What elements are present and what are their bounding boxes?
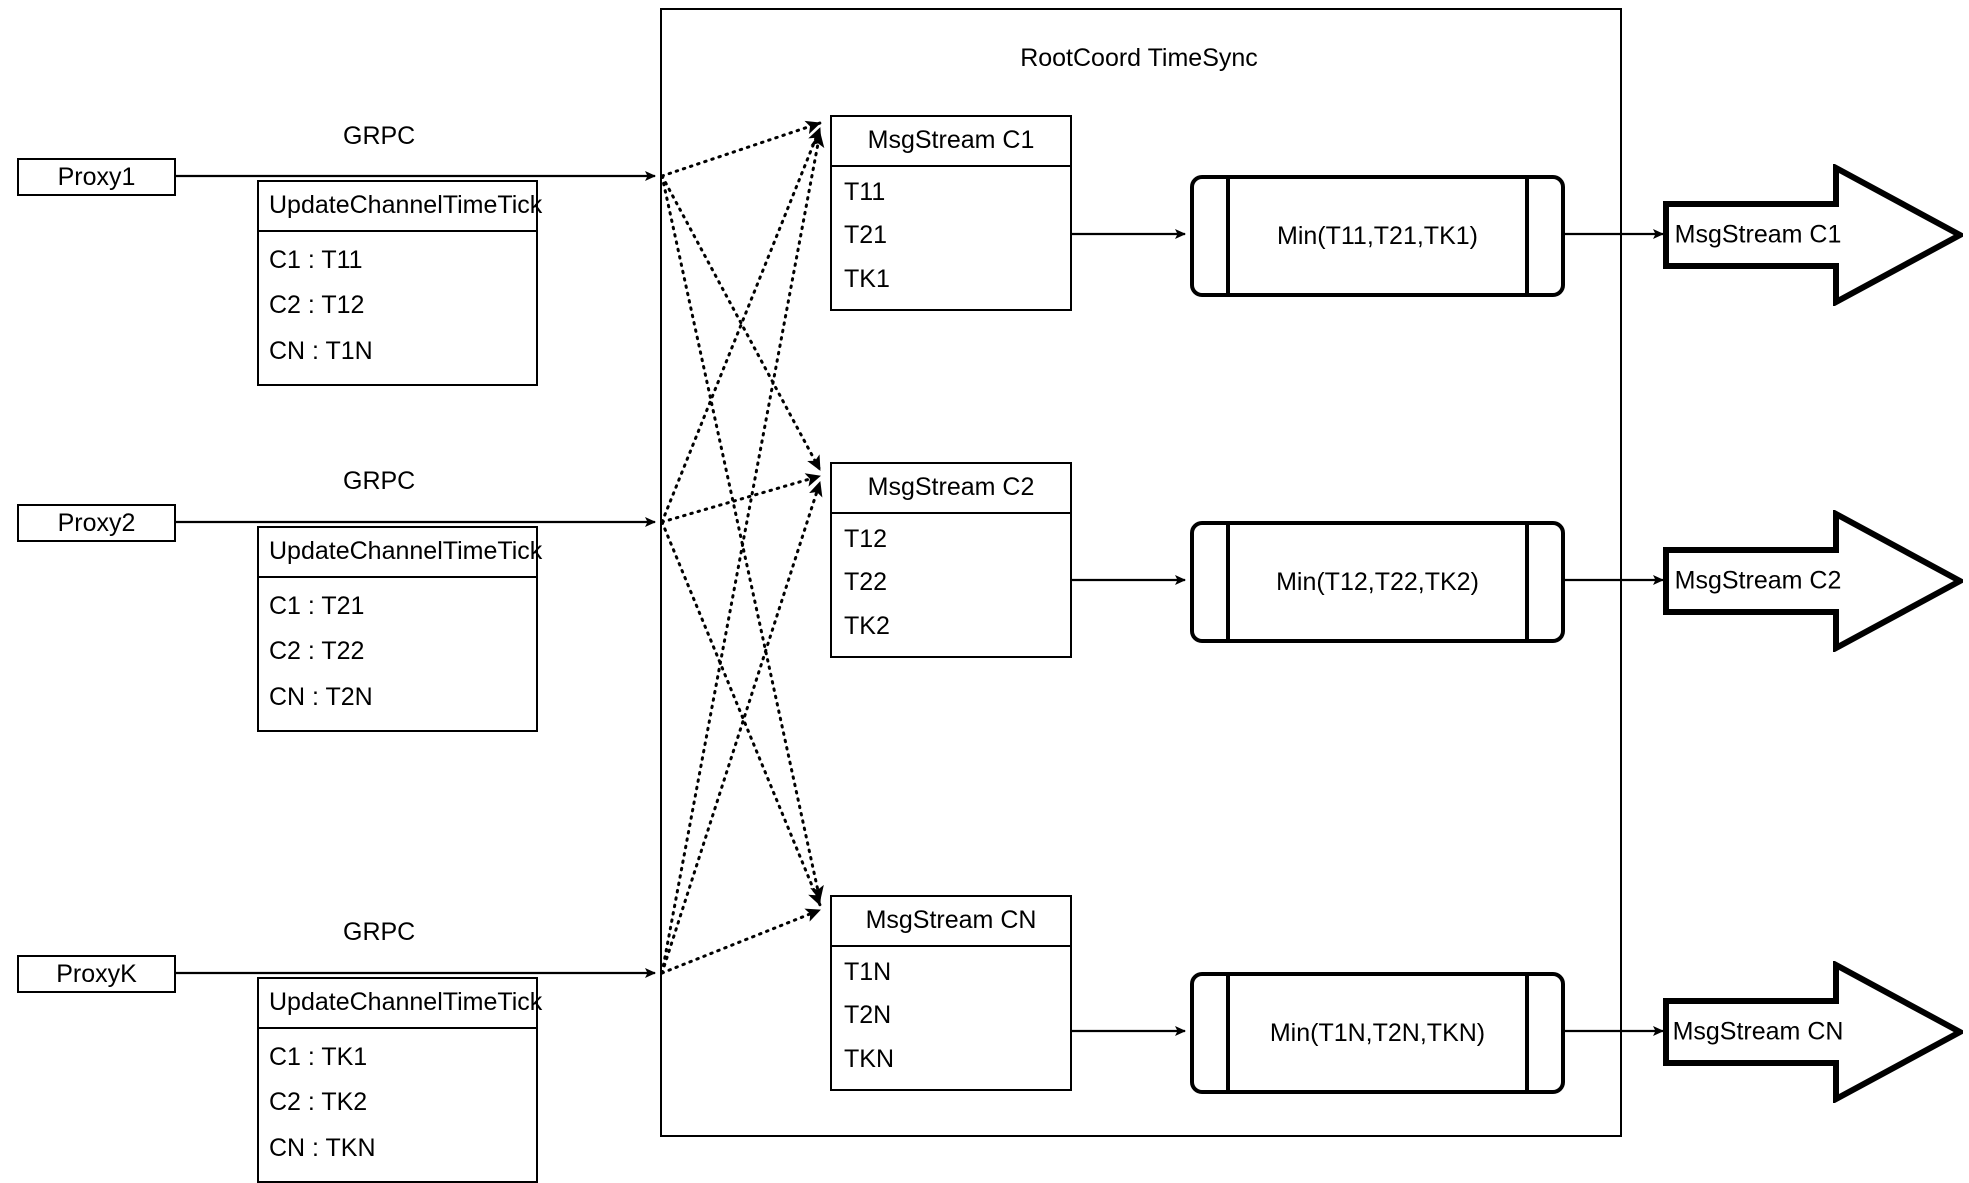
tick-box-rows-1: C1 : T11 C2 : T12 CN : T1N [259,232,536,384]
process-divider-left [1226,525,1230,639]
tick-box-title-1: UpdateChannelTimeTick [259,182,542,232]
min-process-box-c2: Min(T12,T22,TK2) [1190,521,1565,643]
tick-row: CN : T2N [269,682,373,711]
tick-box-title-2: UpdateChannelTimeTick [259,528,542,578]
tick-row: CN : T1N [269,336,373,365]
process-divider-left [1226,179,1230,293]
msgstream-title-c2: MsgStream C2 [832,464,1070,514]
msgstream-row: T2N [844,1001,892,1030]
update-channel-timetick-box-k: UpdateChannelTimeTick C1 : TK1 C2 : TK2 … [257,977,542,1183]
proxy-box-1[interactable]: Proxy1 [17,158,176,196]
output-block-arrow-cn: MsgStream CN [1663,961,1963,1103]
process-divider-left [1226,976,1230,1090]
grpc-label-3: GRPC [343,918,416,946]
msgstream-rows-cn: T1N T2N TKN [832,947,1070,1089]
tick-box-title-k: UpdateChannelTimeTick [259,979,542,1029]
tick-row: C1 : TK1 [269,1043,368,1072]
tick-row: C2 : T12 [269,291,365,320]
output-label-cn: MsgStream CN [1672,1017,1844,1046]
min-label-c2: Min(T12,T22,TK2) [1276,567,1479,596]
output-block-arrow-c2: MsgStream C2 [1663,510,1963,652]
min-process-box-cn: Min(T1N,T2N,TKN) [1190,972,1565,1094]
msgstream-row: T11 [844,178,886,207]
msgstream-row: T1N [844,958,892,987]
process-divider-right [1525,525,1529,639]
msgstream-box-c1: MsgStream C1 T11 T21 TK1 [830,115,1072,311]
min-process-box-c1: Min(T11,T21,TK1) [1190,175,1565,297]
tick-row: C1 : T11 [269,246,363,275]
tick-row: C2 : T22 [269,637,365,666]
tick-row: CN : TKN [269,1133,376,1162]
msgstream-title-cn: MsgStream CN [832,897,1070,947]
msgstream-rows-c1: T11 T21 TK1 [832,167,1070,309]
proxy-box-2[interactable]: Proxy2 [17,504,176,542]
msgstream-row: T22 [844,568,888,597]
min-label-cn: Min(T1N,T2N,TKN) [1269,1018,1486,1047]
tick-row: C1 : T21 [269,592,365,621]
rootcoord-timesync-container [660,8,1622,1137]
update-channel-timetick-box-2: UpdateChannelTimeTick C1 : T21 C2 : T22 … [257,526,542,732]
output-label-c2: MsgStream C2 [1674,566,1842,595]
output-label-c1: MsgStream C1 [1674,220,1842,249]
msgstream-title-c1: MsgStream C1 [832,117,1070,167]
msgstream-row: TK2 [844,611,890,640]
grpc-label-2: GRPC [343,467,416,495]
process-divider-right [1525,179,1529,293]
tick-row: C2 : TK2 [269,1088,368,1117]
proxy-box-k[interactable]: ProxyK [17,955,176,993]
tick-box-rows-k: C1 : TK1 C2 : TK2 CN : TKN [259,1029,536,1181]
tick-box-rows-2: C1 : T21 C2 : T22 CN : T2N [259,578,536,730]
msgstream-box-cn: MsgStream CN T1N T2N TKN [830,895,1072,1091]
msgstream-box-c2: MsgStream C2 T12 T22 TK2 [830,462,1072,658]
output-block-arrow-c1: MsgStream C1 [1663,164,1963,306]
process-divider-right [1525,976,1529,1090]
grpc-label-1: GRPC [343,122,416,150]
msgstream-row: T12 [844,525,888,554]
msgstream-row: TKN [844,1044,894,1073]
msgstream-row: TK1 [844,264,890,293]
msgstream-row: T21 [844,221,888,250]
msgstream-rows-c2: T12 T22 TK2 [832,514,1070,656]
update-channel-timetick-box-1: UpdateChannelTimeTick C1 : T11 C2 : T12 … [257,180,542,386]
min-label-c1: Min(T11,T21,TK1) [1277,221,1478,250]
container-title: RootCoord TimeSync [1020,44,1258,72]
